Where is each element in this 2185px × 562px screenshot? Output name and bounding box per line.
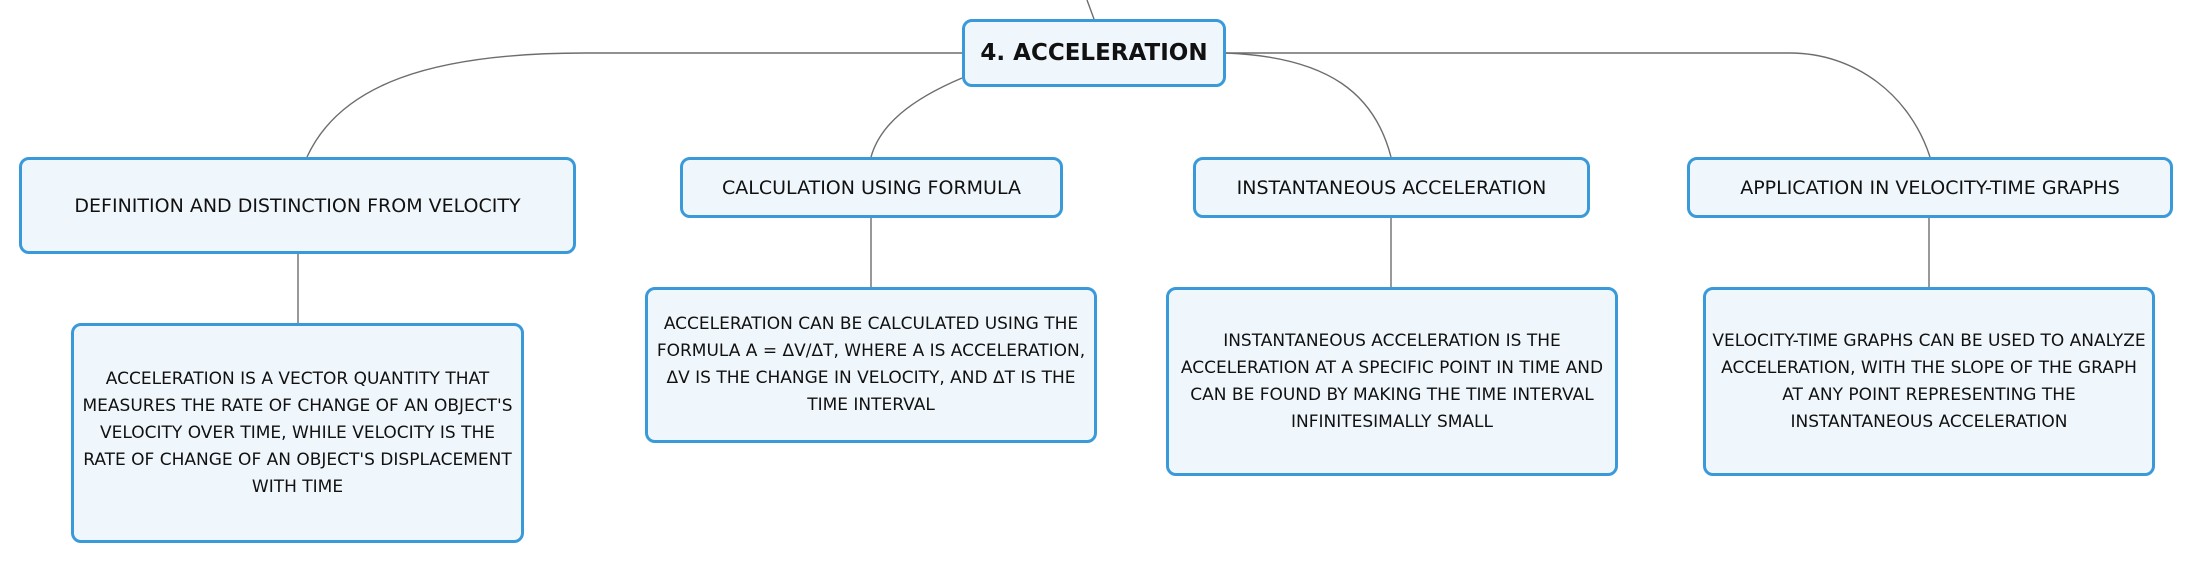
connector-root-to-topic-2 (870, 77, 963, 158)
topic-node-label: DEFINITION AND DISTINCTION FROM VELOCITY (74, 194, 521, 217)
root-node[interactable]: 4. ACCELERATION (962, 19, 1226, 87)
topic-node-definition[interactable]: DEFINITION AND DISTINCTION FROM VELOCITY (19, 157, 576, 254)
detail-node-instantaneous[interactable]: INSTANTANEOUS ACCELERATION IS THE ACCELE… (1166, 287, 1618, 476)
root-node-label: 4. ACCELERATION (980, 40, 1208, 66)
connector-root-to-topic-1 (306, 52, 962, 158)
detail-node-velocity-time-graphs[interactable]: VELOCITY-TIME GRAPHS CAN BE USED TO ANAL… (1703, 287, 2155, 476)
detail-node-text: ACCELERATION IS A VECTOR QUANTITY THAT M… (82, 368, 513, 497)
detail-node-text: ACCELERATION CAN BE CALCULATED USING THE… (656, 314, 1086, 415)
detail-node-text: INSTANTANEOUS ACCELERATION IS THE ACCELE… (1180, 330, 1604, 432)
detail-node-definition[interactable]: ACCELERATION IS A VECTOR QUANTITY THAT M… (71, 323, 524, 543)
connector-parent-stub (1086, 0, 1095, 20)
topic-node-instantaneous[interactable]: INSTANTANEOUS ACCELERATION (1193, 157, 1590, 218)
topic-node-label: CALCULATION USING FORMULA (722, 176, 1021, 199)
connector-root-to-topic-3 (1225, 52, 1392, 158)
connector-root-to-topic-4 (1226, 52, 1931, 158)
topic-node-velocity-time-graphs[interactable]: APPLICATION IN VELOCITY-TIME GRAPHS (1687, 157, 2173, 218)
detail-node-calculation[interactable]: ACCELERATION CAN BE CALCULATED USING THE… (645, 287, 1097, 443)
detail-node-text: VELOCITY-TIME GRAPHS CAN BE USED TO ANAL… (1712, 330, 2146, 432)
topic-node-label: APPLICATION IN VELOCITY-TIME GRAPHS (1740, 176, 2120, 199)
topic-node-calculation[interactable]: CALCULATION USING FORMULA (680, 157, 1063, 218)
topic-node-label: INSTANTANEOUS ACCELERATION (1236, 176, 1547, 199)
